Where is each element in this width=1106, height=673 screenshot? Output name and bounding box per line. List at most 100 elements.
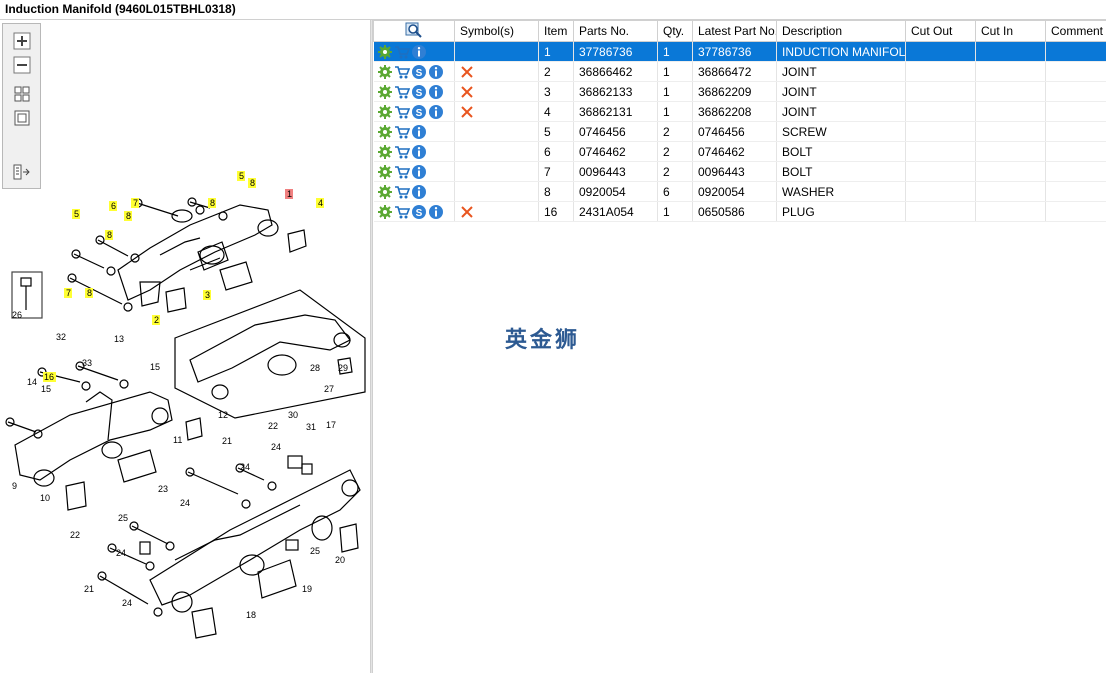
info-icon[interactable]	[411, 44, 427, 60]
info-icon[interactable]	[428, 64, 444, 80]
gear-icon[interactable]	[377, 204, 393, 220]
gear-icon[interactable]	[377, 164, 393, 180]
watermark-logo: 英金狮	[505, 328, 581, 353]
cart-icon[interactable]	[394, 184, 410, 200]
cell-cut-out	[905, 121, 976, 142]
column-header-description[interactable]: Description	[776, 20, 906, 42]
svg-text:24: 24	[271, 442, 281, 452]
cart-icon[interactable]	[394, 164, 410, 180]
svg-text:19: 19	[302, 584, 312, 594]
svg-text:S: S	[415, 88, 422, 99]
cart-icon[interactable]	[394, 204, 410, 220]
column-header-cut-in[interactable]: Cut In	[975, 20, 1046, 42]
cell-qty: 2	[657, 141, 693, 162]
cell-cut-out	[905, 161, 976, 182]
svg-text:24: 24	[180, 498, 190, 508]
info-icon[interactable]	[411, 164, 427, 180]
cell-description: JOINT	[776, 101, 906, 122]
cart-icon[interactable]	[394, 104, 410, 120]
column-header-qty[interactable]: Qty.	[657, 20, 693, 42]
toggle-panel-icon[interactable]	[12, 162, 32, 182]
cart-icon[interactable]	[394, 64, 410, 80]
info-icon[interactable]	[411, 144, 427, 160]
gear-icon[interactable]	[377, 104, 393, 120]
supersession-icon[interactable]: S	[411, 104, 427, 120]
cart-icon[interactable]	[394, 124, 410, 140]
svg-text:25: 25	[310, 546, 320, 556]
gear-icon[interactable]	[377, 184, 393, 200]
cell-comment	[1045, 181, 1106, 202]
supersession-icon[interactable]: S	[411, 204, 427, 220]
svg-text:29: 29	[338, 363, 348, 373]
cell-cut-in	[975, 161, 1046, 182]
window-title: Induction Manifold (9460L015TBHL0318)	[0, 0, 1106, 20]
gear-icon[interactable]	[377, 144, 393, 160]
gear-icon[interactable]	[377, 124, 393, 140]
cart-icon[interactable]	[394, 44, 410, 60]
cell-latest-part-no: 36862209	[692, 81, 777, 102]
cell-description: SCREW	[776, 121, 906, 142]
zoom-in-icon[interactable]	[12, 31, 32, 51]
pane-splitter[interactable]	[370, 20, 373, 673]
svg-text:14: 14	[27, 377, 37, 387]
column-header-search[interactable]	[373, 20, 455, 42]
diagram-toolbox	[2, 23, 41, 189]
discontinued-x-icon	[461, 106, 473, 118]
cell-item: 3	[538, 81, 574, 102]
info-icon[interactable]	[411, 124, 427, 140]
svg-text:9: 9	[12, 481, 17, 491]
gear-icon[interactable]	[377, 44, 393, 60]
column-header-latest-part-no[interactable]: Latest Part No.	[692, 20, 777, 42]
svg-text:32: 32	[56, 332, 66, 342]
row-actions	[373, 121, 455, 142]
info-icon[interactable]	[428, 84, 444, 100]
cell-latest-part-no: 0920054	[692, 181, 777, 202]
cell-description: INDUCTION MANIFOLD	[776, 41, 906, 62]
cart-icon[interactable]	[394, 84, 410, 100]
supersession-icon[interactable]: S	[411, 84, 427, 100]
cart-icon[interactable]	[394, 144, 410, 160]
zoom-out-icon[interactable]	[12, 55, 32, 75]
gear-icon[interactable]	[377, 84, 393, 100]
column-header-parts-no[interactable]: Parts No.	[573, 20, 658, 42]
cell-parts-no: 0746456	[573, 121, 658, 142]
cell-cut-in	[975, 201, 1046, 222]
cell-comment	[1045, 81, 1106, 102]
info-icon[interactable]	[428, 204, 444, 220]
info-icon[interactable]	[411, 184, 427, 200]
svg-text:10: 10	[40, 493, 50, 503]
column-header-symbols[interactable]: Symbol(s)	[454, 20, 539, 42]
row-actions: S	[373, 201, 455, 222]
cell-comment	[1045, 201, 1106, 222]
cell-comment	[1045, 41, 1106, 62]
column-header-item[interactable]: Item	[538, 20, 574, 42]
svg-text:1: 1	[287, 189, 292, 199]
actual-size-icon[interactable]	[12, 108, 32, 128]
column-header-cut-out[interactable]: Cut Out	[905, 20, 976, 42]
gear-icon[interactable]	[377, 64, 393, 80]
cell-latest-part-no: 0746456	[692, 121, 777, 142]
info-icon[interactable]	[428, 104, 444, 120]
fit-page-icon[interactable]	[12, 84, 32, 104]
svg-text:30: 30	[288, 410, 298, 420]
cell-symbols	[454, 141, 539, 162]
column-header-comment[interactable]: Comment	[1045, 20, 1106, 42]
svg-text:7: 7	[66, 288, 71, 298]
row-actions	[373, 181, 455, 202]
cell-comment	[1045, 121, 1106, 142]
search-icon[interactable]	[405, 22, 423, 38]
svg-text:S: S	[415, 208, 422, 219]
cell-description: BOLT	[776, 161, 906, 182]
supersession-icon[interactable]: S	[411, 64, 427, 80]
cell-cut-in	[975, 121, 1046, 142]
